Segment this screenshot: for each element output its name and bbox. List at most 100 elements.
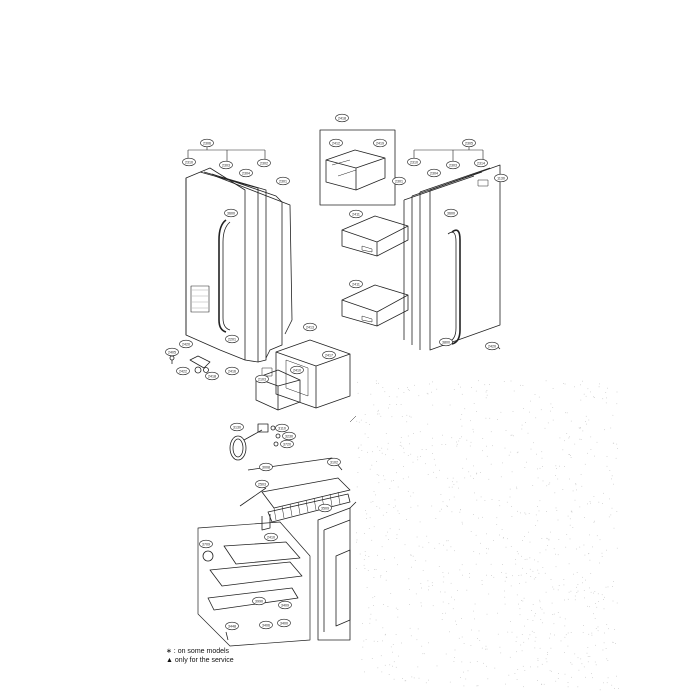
callout-c-3406: 3406 <box>259 620 273 630</box>
callout-label: 2420 <box>182 342 190 346</box>
callout-label: 2412 <box>332 141 340 145</box>
callout-layer: 2306 2310 2303 2302 2304 2301 3600 2418 2412 2419… <box>165 113 508 631</box>
ice-shelf <box>239 457 351 531</box>
freezer-frame <box>317 415 357 641</box>
callout-label: 2422 <box>179 369 187 373</box>
callout-c-2303-r: 2303 <box>446 160 460 170</box>
callout-label: 2304 <box>242 171 250 175</box>
callout-c-2302: 2302 <box>257 158 271 168</box>
dispenser-box <box>197 521 311 647</box>
callout-label: 2302 <box>260 161 268 165</box>
callout-c-3409: 3409 <box>278 600 292 610</box>
callout-label: 2303 <box>449 163 457 167</box>
callout-c-3102: 3102 <box>327 457 341 467</box>
left-door-assembly <box>169 146 293 374</box>
callout-label: 3230 <box>285 434 293 438</box>
right-door-assembly <box>403 146 501 351</box>
callout-label: 2416 <box>228 369 236 373</box>
callout-label: 3600 <box>447 211 455 215</box>
water-tube-parts <box>229 423 281 461</box>
callout-c-2420: 2420 <box>485 341 499 351</box>
scan-texture <box>356 380 619 691</box>
callout-c-2305: 2305 <box>462 138 476 148</box>
callout-c-3990: 3990 <box>252 596 266 606</box>
callout-label: 2418 <box>208 374 216 378</box>
callout-label: 3600 <box>227 211 235 215</box>
callout-label: 2301 <box>279 179 287 183</box>
callout-label: 2417 <box>325 353 333 357</box>
callout-c-2304-r: 2304 <box>427 168 441 178</box>
callout-c-3600-l: 3600 <box>224 208 238 218</box>
legend-some-models: ∗ : on some models <box>166 648 230 655</box>
callout-c-2410-b: 2410 <box>264 532 278 542</box>
callout-c-2310-r: 2310 <box>407 157 421 167</box>
callout-label: 2310 <box>185 160 193 164</box>
callout-c-3720: 3720 <box>280 439 294 449</box>
callout-label: 2418 <box>338 116 346 120</box>
callout-c-2417: 2417 <box>322 350 336 360</box>
callout-label: 2310 <box>410 160 418 164</box>
callout-c-2412: 2412 <box>329 138 343 148</box>
callout-c-2419: 2419 <box>373 138 387 148</box>
callout-label: 2410 <box>267 535 275 539</box>
legend: ∗ : on some models ▲ only for the servic… <box>166 647 234 665</box>
callout-label: 3400 <box>280 621 288 625</box>
callout-c-2103: 2103 <box>255 374 269 384</box>
callout-c-3008: 3008 <box>259 462 273 472</box>
callout-c-3230: 3230 <box>282 431 296 441</box>
callout-c-2201: 2201 <box>225 334 239 344</box>
callout-label: 2410 <box>293 368 301 372</box>
callout-label: 3509 <box>321 506 329 510</box>
door-bin-2 <box>341 284 409 327</box>
callout-c-2418-l: 2418 <box>205 371 219 381</box>
callout-label: 2411 <box>352 282 360 286</box>
callout-label: 2305 <box>465 141 473 145</box>
callout-label: 2503 <box>258 482 266 486</box>
callout-c-2306: 2306 <box>200 138 214 148</box>
callout-c-3800: 3800 <box>439 337 453 347</box>
upper-bin-group <box>319 129 396 206</box>
callout-label: 2201 <box>228 337 236 341</box>
callout-label: 2303 <box>222 163 230 167</box>
callout-label: 1130 <box>497 176 505 180</box>
callout-c-3130: 3130 <box>230 422 244 432</box>
callout-label: 3709 <box>202 542 210 546</box>
callout-c-2303-l: 2303 <box>219 160 233 170</box>
callout-label: 3102 <box>330 460 338 464</box>
callout-c-2503: 2503 <box>255 479 269 489</box>
callout-label: 3130 <box>233 425 241 429</box>
callout-label: 2301 <box>395 179 403 183</box>
callout-c-2301-l: 2301 <box>276 176 290 186</box>
callout-label: 2103 <box>258 377 266 381</box>
callout-label: 3720 <box>283 442 291 446</box>
callout-label: 3406 <box>262 623 270 627</box>
callout-label: 3448 <box>228 624 236 628</box>
legend-service-only: ▲ only for the service <box>166 657 234 664</box>
callout-label: 2405 <box>168 350 176 354</box>
callout-c-3709: 3709 <box>199 539 213 549</box>
callout-label: 3800 <box>442 340 450 344</box>
callout-c-2411-a: 2411 <box>349 209 363 219</box>
callout-c-2411-b: 2411 <box>349 279 363 289</box>
callout-c-2304-l: 2304 <box>239 168 253 178</box>
callout-label: 3110 <box>278 426 286 430</box>
callout-label: 2306 <box>203 141 211 145</box>
callout-c-2301-r: 2301 <box>392 176 406 186</box>
callout-c-2416: 2416 <box>225 366 239 376</box>
callout-c-2422: 2422 <box>176 366 190 376</box>
callout-c-2410: 2410 <box>290 365 304 375</box>
callout-c-2418: 2418 <box>335 113 349 123</box>
callout-label: 2420 <box>488 344 496 348</box>
callout-c-3110: 3110 <box>275 423 289 433</box>
callout-c-3400: 3400 <box>277 618 291 628</box>
callout-label: 2304 <box>430 171 438 175</box>
callout-label: 2411 <box>352 212 360 216</box>
callout-label: 2419 <box>376 141 384 145</box>
callout-c-2310-l: 2310 <box>182 157 196 167</box>
lower-door-bins <box>255 339 351 411</box>
callout-c-3448: 3448 <box>225 621 239 631</box>
door-bin-1 <box>341 215 409 257</box>
callout-label: 3990 <box>255 599 263 603</box>
callout-label: 2314 <box>477 161 485 165</box>
